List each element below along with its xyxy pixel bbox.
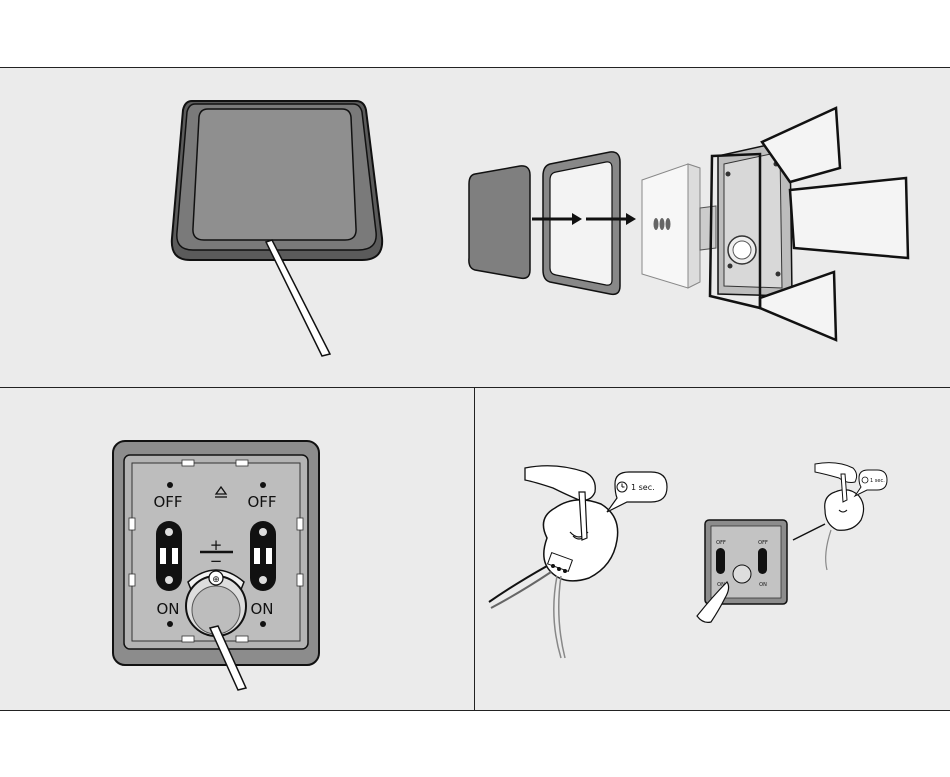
mini-label-on-right: ON [759,582,767,588]
led-on-right [260,621,266,627]
bubble-text-right: 1 sec. [870,478,885,484]
switch-right [250,521,276,591]
label-on-left: ON [156,600,179,618]
led-right [260,482,266,488]
label-minus: − [210,552,223,570]
rocker-part [469,166,530,278]
label-off-left: OFF [153,493,182,511]
label-off-right: OFF [247,493,276,511]
battery-plus-symbol: ⊕ [212,575,220,585]
switch-left [156,521,182,591]
panel-disassembly [0,67,950,388]
panel-pairing: 1 sec. OFF OFF ON ON [475,388,950,711]
pairing-illustration: 1 sec. OFF OFF ON ON [475,388,950,711]
rocker-switch [172,101,382,260]
wires-right [793,524,831,570]
disassembly-illustration [0,68,950,389]
frame-part [543,152,620,294]
hand-icon [815,463,857,483]
bubble-text-left: 1 sec. [631,483,655,492]
mini-label-off-left: OFF [716,540,726,546]
label-on-right: ON [250,600,273,618]
cover-plate-part [642,164,700,288]
led-on-left [167,621,173,627]
wires-left [489,566,565,658]
led-left [167,482,173,488]
speech-bubble-right: 1 sec. [855,470,887,496]
battery-module-illustration: OFF OFF + − ⊕ ON ON [0,388,475,711]
panel-battery-module: OFF OFF + − ⊕ ON ON [0,388,475,711]
mini-label-off-right: OFF [758,540,768,546]
speech-bubble-left: 1 sec. [607,472,667,512]
